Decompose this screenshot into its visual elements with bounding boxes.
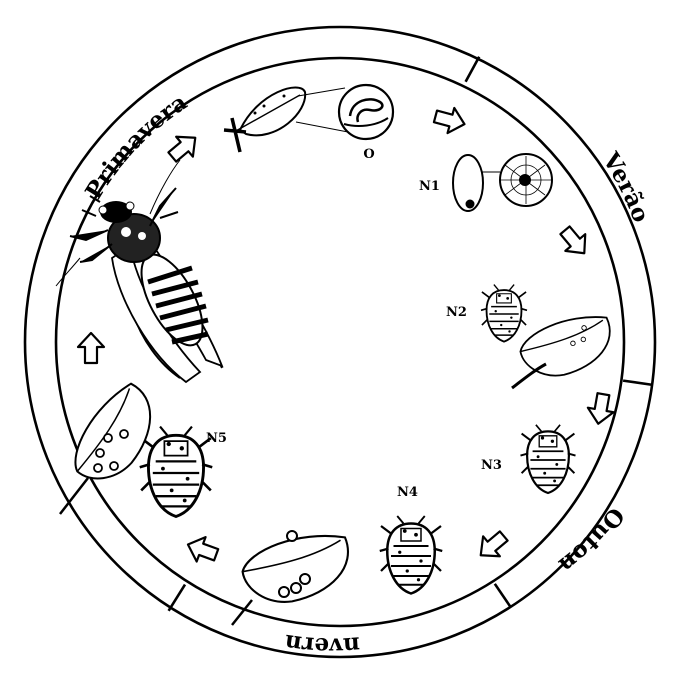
stage-label-n4: N4 [397,485,418,500]
stage-label-n1: N1 [419,179,440,194]
n1-egg [453,155,483,211]
stage-label-egg: O [363,147,374,162]
egg-magnified [339,85,393,139]
stage-label-n2: N2 [446,305,467,320]
stage-label-n3: N3 [481,458,502,473]
